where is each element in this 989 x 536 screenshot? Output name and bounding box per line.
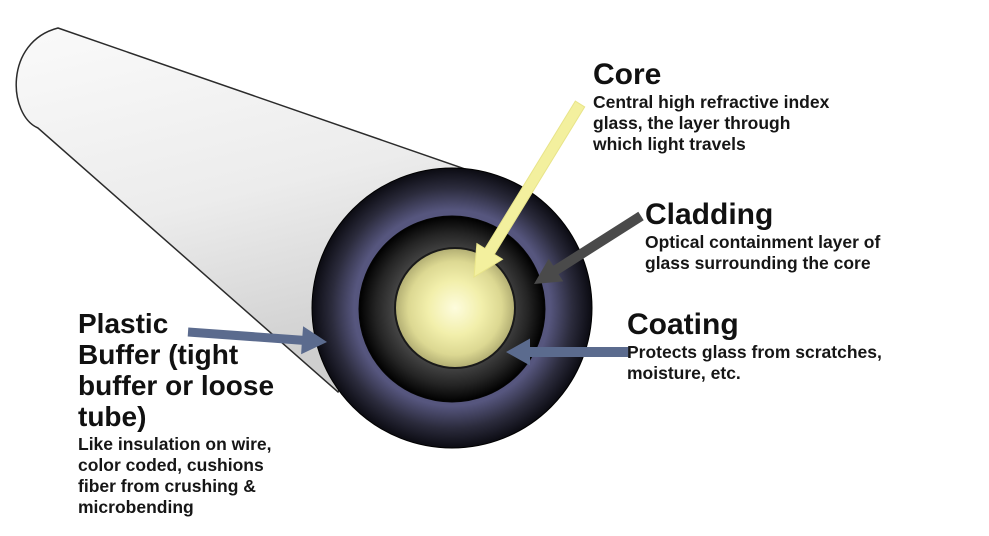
core-layer [394, 247, 516, 369]
core-arrow [473, 100, 586, 278]
callout-arrows [187, 100, 644, 366]
coating-label: Coating Protects glass from scratches, m… [627, 308, 967, 384]
core-heading: Core [593, 58, 662, 91]
coating-arrow [506, 338, 629, 366]
core-label: Core Central high refractive index glass… [593, 58, 923, 155]
cladding-description: Optical containment layer of glass surro… [645, 232, 881, 273]
plastic-buffer-heading: Plastic Buffer (tight buffer or loose tu… [78, 308, 275, 432]
coating-heading: Coating [627, 308, 739, 341]
buffer-arrow [187, 326, 327, 355]
cladding-label: Cladding Optical containment layer of gl… [645, 198, 975, 274]
cladding-heading: Cladding [645, 198, 774, 231]
core-description: Central high refractive index glass, the… [593, 92, 830, 154]
plastic-buffer-description: Like insulation on wire, color coded, cu… [78, 434, 272, 517]
cladding-arrow [534, 211, 644, 284]
coating-description: Protects glass from scratches, moisture,… [627, 342, 882, 383]
plastic-buffer-label: Plastic Buffer (tight buffer or loose tu… [78, 308, 358, 518]
